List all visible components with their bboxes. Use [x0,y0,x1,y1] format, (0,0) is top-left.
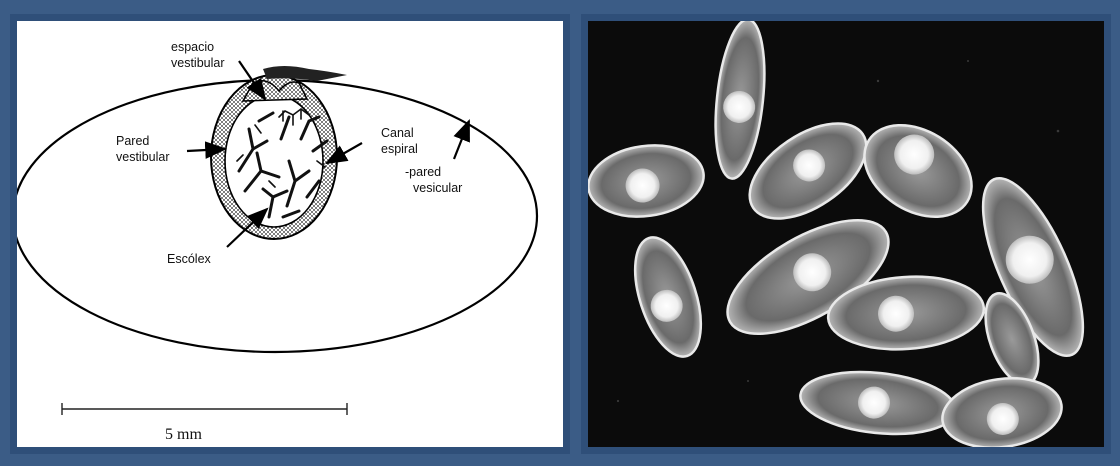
micrograph-panel [581,14,1111,454]
label-canal-espiral: espiral [381,142,418,156]
label-vestibular-space: vestibular [171,56,225,70]
label-escolex: Escólex [167,252,212,266]
scale-bar [62,403,347,415]
label-vesicular: vesicular [413,181,462,195]
label-espacio: espacio [171,40,214,54]
cyst-diagram: espacio vestibular Pared vestibular Cana… [17,21,563,447]
diagram-panel: espacio vestibular Pared vestibular Cana… [10,14,570,454]
label-pared: Pared [116,134,149,148]
protoscolex [211,66,347,239]
label-canal: Canal [381,126,414,140]
label-pared-vestibular: vestibular [116,150,170,164]
label-pared-vesic: -pared [405,165,441,179]
micrograph-image [588,21,1104,447]
scale-bar-label: 5 mm [165,426,202,443]
